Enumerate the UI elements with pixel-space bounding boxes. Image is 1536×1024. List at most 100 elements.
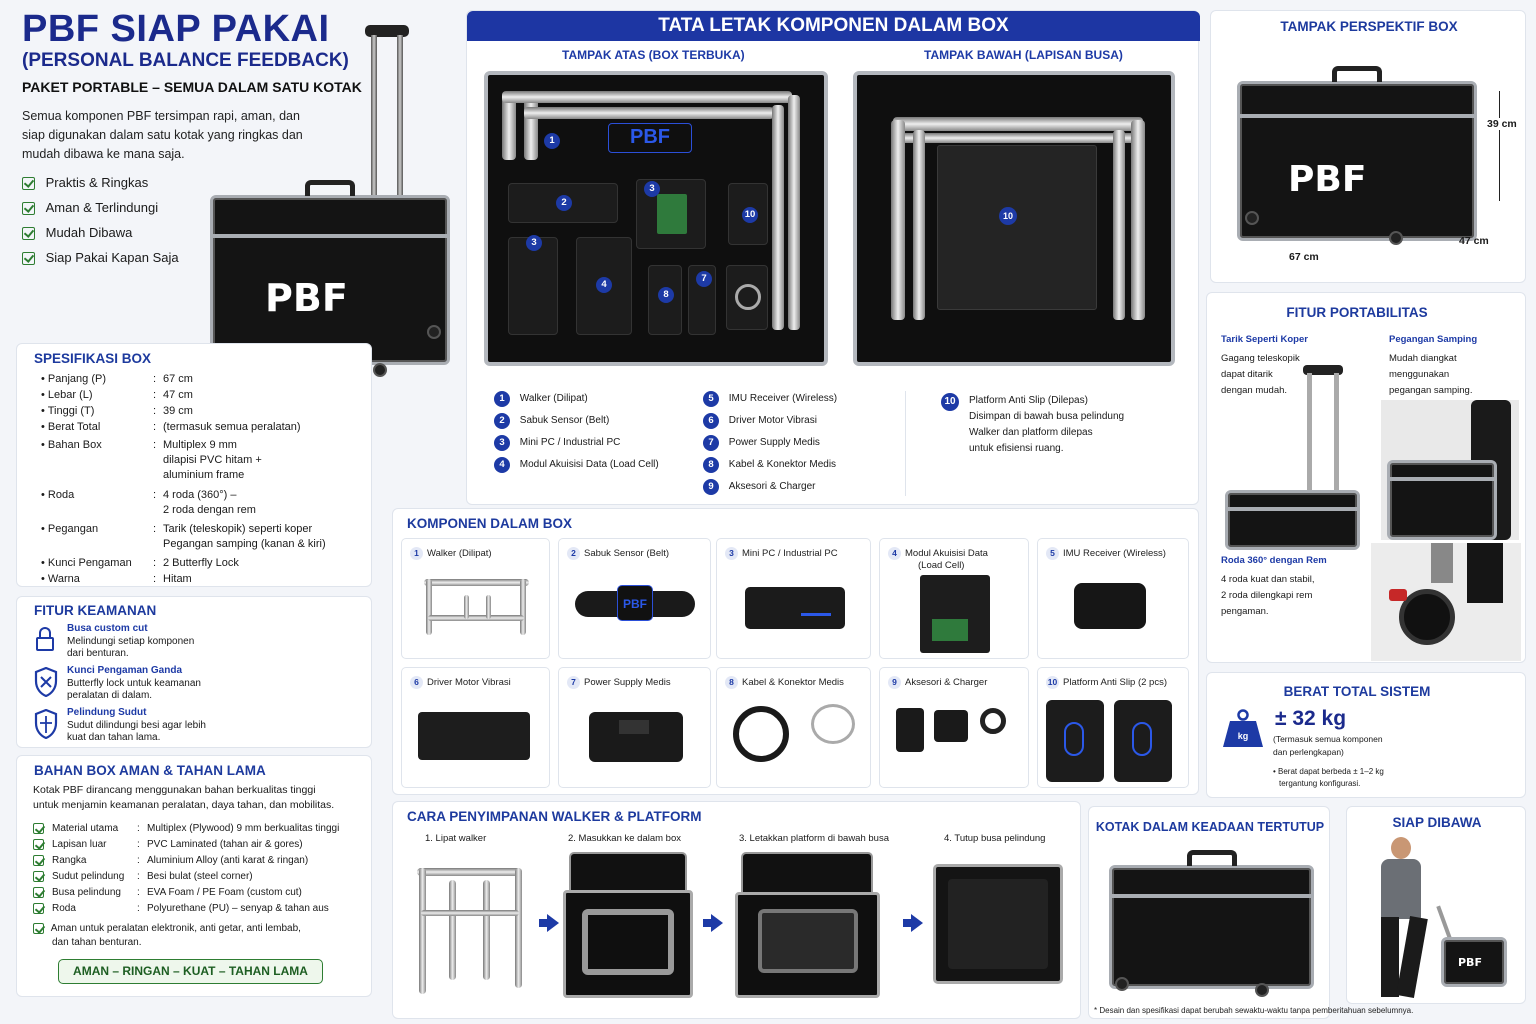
pbf-label: PBF [608, 123, 692, 153]
step-label: 3. Letakkan platform di bawah busa [739, 833, 889, 844]
lock-icon [34, 627, 56, 653]
shield-icon [34, 708, 58, 744]
marker: 1 [544, 133, 560, 149]
arrow-right-icon [539, 914, 559, 932]
perspective-title: TAMPAK PERSPEKTIF BOX [1280, 19, 1458, 34]
arrow-right-icon [703, 914, 723, 932]
marker: 3 [526, 235, 542, 251]
portability-title: FITUR PORTABILITAS [1286, 305, 1428, 320]
checkbox-icon [33, 823, 44, 834]
closed-case-image [1109, 850, 1314, 989]
security-item-desc: Butterfly lock untuk keamanan [67, 677, 201, 689]
feature-telescopic: Tarik Seperti Koper Gagang teleskopik da… [1221, 334, 1308, 396]
legend-col2: 5 IMU Receiver (Wireless) 6 Driver Motor… [703, 391, 837, 501]
material-row: Lapisan luar:PVC Laminated (tahan air & … [33, 839, 363, 855]
checkbox-icon [33, 922, 44, 934]
depth-label: 47 cm [1459, 235, 1489, 247]
mini-pc-icon [745, 587, 845, 629]
weight-icon: kg [1221, 709, 1265, 754]
checkbox-icon [33, 871, 44, 882]
checkbox-icon [22, 202, 35, 216]
arrow-right-icon [903, 914, 923, 932]
weight-desc: (Termasuk semua komponen dan perlengkapa… [1273, 734, 1383, 757]
feature-item: Siap Pakai Kapan Saja [22, 250, 179, 275]
material-row: Rangka:Aluminium Alloy (anti karat & rin… [33, 855, 363, 871]
page-title: PBF SIAP PAKAI [22, 8, 330, 50]
perspective-card: TAMPAK PERSPEKTIF BOX PBF 39 cm 67 cm 47… [1210, 10, 1526, 283]
wheel-image [1371, 543, 1521, 661]
checkbox-icon [33, 903, 44, 914]
material-row: Sudut pelindung:Besi bulat (steel corner… [33, 871, 363, 887]
footnote: * Desain dan spesifikasi dapat berubah s… [1094, 1006, 1414, 1015]
motor-driver-icon [418, 712, 530, 760]
step-label: 1. Lipat walker [425, 833, 487, 844]
page-subtitle: (PERSONAL BALANCE FEEDBACK) [22, 50, 349, 71]
feature-wheel: Roda 360° dengan Rem 4 roda kuat dan sta… [1221, 555, 1327, 617]
layout-card: TATA LETAK KOMPONEN DALAM BOX TAMPAK ATA… [466, 10, 1200, 505]
shield-lock-icon [34, 666, 58, 702]
side-handle-image [1381, 400, 1519, 540]
imu-receiver-icon [1074, 583, 1146, 629]
portability-card: FITUR PORTABILITAS Tarik Seperti Koper G… [1206, 292, 1526, 663]
checkbox-icon [33, 855, 44, 866]
height-label: 39 cm [1487, 118, 1517, 130]
feature-side-handle: Pegangan Samping Mudah diangkat mengguna… [1389, 334, 1478, 396]
security-title: FITUR KEAMANAN [34, 603, 157, 618]
height-dimension [1499, 91, 1500, 201]
checkbox-icon [22, 227, 35, 241]
ready-card: SIAP DIBAWA PBF [1346, 806, 1526, 1004]
bottom-view-box: 10 [853, 71, 1175, 366]
security-item-title: Kunci Pengaman Ganda [67, 665, 183, 676]
step-label: 2. Masukkan ke dalam box [568, 833, 682, 844]
anti-slip-platform-icon [1046, 700, 1104, 782]
material-title: BAHAN BOX AMAN & TAHAN LAMA [34, 763, 266, 778]
storage-card: CARA PENYIMPANAN WALKER & PLATFORM 1. Li… [392, 801, 1081, 1019]
checkbox-icon [33, 887, 44, 898]
trolley-image [1223, 365, 1363, 550]
power-supply-icon [589, 712, 683, 762]
spec-title: SPESIFIKASI BOX [34, 351, 152, 366]
checkbox-icon [33, 839, 44, 850]
legend-col1: 1 Walker (Dilipat) 2 Sabuk Sensor (Belt)… [494, 391, 659, 479]
step-label: 4. Tutup busa pelindung [944, 833, 1046, 844]
ready-title: SIAP DIBAWA [1392, 815, 1482, 830]
marker: 4 [596, 277, 612, 293]
marker: 10 [742, 207, 758, 223]
security-item-desc: Sudut dilindungi besi agar lebih [67, 719, 206, 731]
tagline: PAKET PORTABLE – SEMUA DALAM SATU KOTAK [22, 79, 362, 95]
telescopic-handle [365, 25, 409, 205]
layout-title-bar: TATA LETAK KOMPONEN DALAM BOX [467, 11, 1200, 41]
checkbox-icon [22, 252, 35, 266]
storage-title: CARA PENYIMPANAN WALKER & PLATFORM [407, 809, 702, 824]
top-view-box: PBF 1 2 3 10 1 3 4 7 8 [484, 71, 828, 366]
ready-trolley-image: PBF [1436, 905, 1515, 995]
weight-note: • Berat dapat berbeda ± 1–2 kg tergantun… [1273, 767, 1384, 788]
security-item-title: Busa custom cut [67, 623, 148, 634]
marker: 2 [556, 195, 572, 211]
components-title: KOMPONEN DALAM BOX [407, 516, 572, 531]
security-card: FITUR KEAMANAN Busa custom cut Melindung… [16, 596, 372, 748]
material-row: Material utama:Multiplex (Plywood) 9 mm … [33, 823, 363, 839]
feature-list: Praktis & Ringkas Aman & Terlindungi Mud… [22, 175, 179, 275]
marker: 7 [696, 271, 712, 287]
svg-text:kg: kg [1238, 731, 1249, 741]
marker: 3 [644, 181, 660, 197]
checkbox-icon [22, 177, 35, 191]
material-note: Aman untuk peralatan elektronik, anti ge… [33, 922, 301, 950]
marker: 8 [658, 287, 674, 303]
